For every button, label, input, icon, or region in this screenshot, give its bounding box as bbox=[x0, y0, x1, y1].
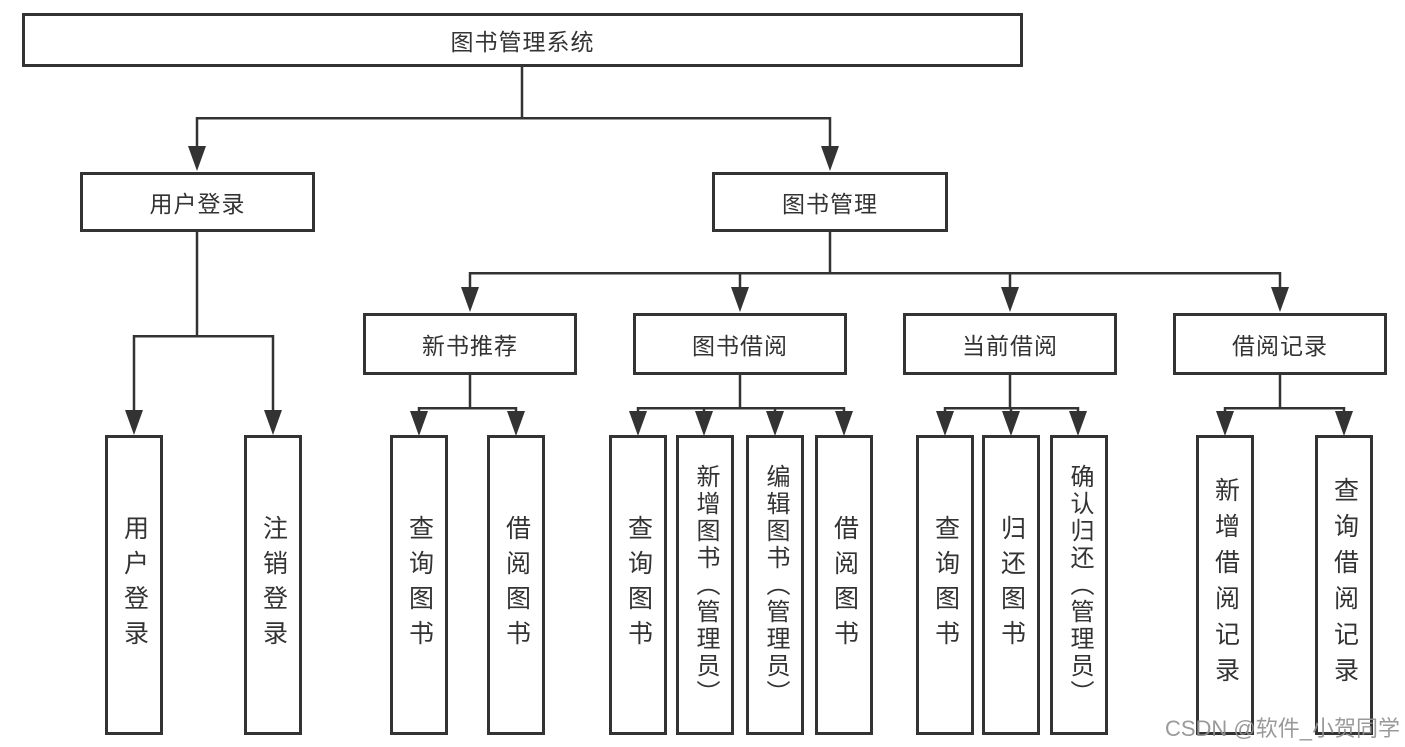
node-new-book-recommend: 新书推荐 bbox=[363, 313, 577, 375]
arrow-down-icon bbox=[125, 410, 143, 435]
leaf-edit-book-admin: 编辑图书（管理员） bbox=[746, 435, 804, 735]
arrow-down-icon bbox=[410, 411, 428, 436]
node-label: 查询图书 bbox=[624, 515, 653, 655]
leaf-query-borrow-record: 查询借阅记录 bbox=[1315, 435, 1373, 735]
leaf-query-books-recommend: 查询图书 bbox=[390, 435, 448, 735]
node-label: 用户登录 bbox=[120, 515, 149, 655]
watermark: CSDN @软件_小贺同学 bbox=[1164, 716, 1400, 741]
leaf-add-borrow-record: 新增借阅记录 bbox=[1196, 435, 1254, 735]
node-label: 用户登录 bbox=[149, 191, 246, 217]
node-current-borrow: 当前借阅 bbox=[903, 313, 1117, 375]
leaf-borrow-books: 借阅图书 bbox=[815, 435, 873, 735]
arrow-down-icon bbox=[507, 411, 525, 436]
arrow-down-icon bbox=[1001, 287, 1019, 312]
arrow-down-icon bbox=[264, 410, 282, 435]
wire-current-to-leaves bbox=[943, 375, 1080, 414]
node-book-borrow: 图书借阅 bbox=[633, 313, 847, 375]
arrow-down-icon bbox=[835, 411, 853, 436]
arrow-down-icon bbox=[1335, 411, 1353, 436]
node-label: 编辑图书（管理员） bbox=[762, 463, 789, 707]
node-root-system: 图书管理系统 bbox=[22, 13, 1023, 67]
arrow-down-icon bbox=[936, 411, 954, 436]
node-label: 查询图书 bbox=[405, 515, 434, 655]
wire-borrow-to-leaves bbox=[636, 375, 846, 414]
leaf-borrow-books-recommend: 借阅图书 bbox=[487, 435, 545, 735]
leaf-add-book-admin: 新增图书（管理员） bbox=[676, 435, 734, 735]
arrow-down-icon bbox=[731, 287, 749, 312]
node-label: 新书推荐 bbox=[422, 333, 518, 359]
wire-newbook-to-leaves bbox=[417, 375, 518, 414]
arrow-down-icon bbox=[1216, 411, 1234, 436]
leaf-query-books-current: 查询图书 bbox=[916, 435, 974, 735]
node-book-management: 图书管理 bbox=[712, 172, 948, 232]
node-borrow-records: 借阅记录 bbox=[1173, 313, 1387, 375]
node-label: 确认归还（管理员） bbox=[1066, 463, 1093, 707]
wire-root-to-level1 bbox=[195, 67, 832, 150]
wire-records-to-leaves bbox=[1223, 375, 1346, 414]
connector-paths bbox=[132, 67, 1346, 414]
node-label: 借阅记录 bbox=[1232, 333, 1328, 359]
wire-bookmgmt-to-level2 bbox=[468, 232, 1282, 291]
node-user-login: 用户登录 bbox=[80, 172, 315, 232]
node-label: 图书借阅 bbox=[692, 333, 788, 359]
node-label: 借阅图书 bbox=[830, 515, 859, 655]
node-label: 借阅图书 bbox=[502, 515, 531, 655]
arrow-down-icon bbox=[188, 146, 206, 171]
leaf-return-books: 归还图书 bbox=[982, 435, 1040, 735]
leaf-confirm-return-admin: 确认归还（管理员） bbox=[1050, 435, 1108, 735]
leaf-logout: 注销登录 bbox=[244, 435, 302, 735]
node-label: 注销登录 bbox=[259, 515, 288, 655]
arrow-down-icon bbox=[1069, 411, 1087, 436]
leaf-user-login: 用户登录 bbox=[105, 435, 163, 735]
leaf-query-books-borrow: 查询图书 bbox=[609, 435, 667, 735]
arrow-down-icon bbox=[766, 411, 784, 436]
node-label: 新增图书（管理员） bbox=[692, 463, 719, 707]
arrow-down-icon bbox=[695, 411, 713, 436]
arrow-down-icon bbox=[461, 287, 479, 312]
node-label: 图书管理 bbox=[782, 191, 878, 217]
node-label: 新增借阅记录 bbox=[1211, 477, 1240, 693]
node-label: 查询图书 bbox=[931, 515, 960, 655]
arrow-down-icon bbox=[1271, 287, 1289, 312]
wire-userlogin-to-leaves bbox=[132, 232, 275, 414]
node-label: 查询借阅记录 bbox=[1330, 477, 1359, 693]
node-label: 图书管理系统 bbox=[450, 29, 595, 55]
arrow-down-icon bbox=[629, 411, 647, 436]
node-label: 当前借阅 bbox=[962, 333, 1058, 359]
arrowhead-icons bbox=[125, 146, 1353, 436]
arrow-down-icon bbox=[821, 146, 839, 171]
node-label: 归还图书 bbox=[997, 515, 1026, 655]
arrow-down-icon bbox=[1002, 411, 1020, 436]
